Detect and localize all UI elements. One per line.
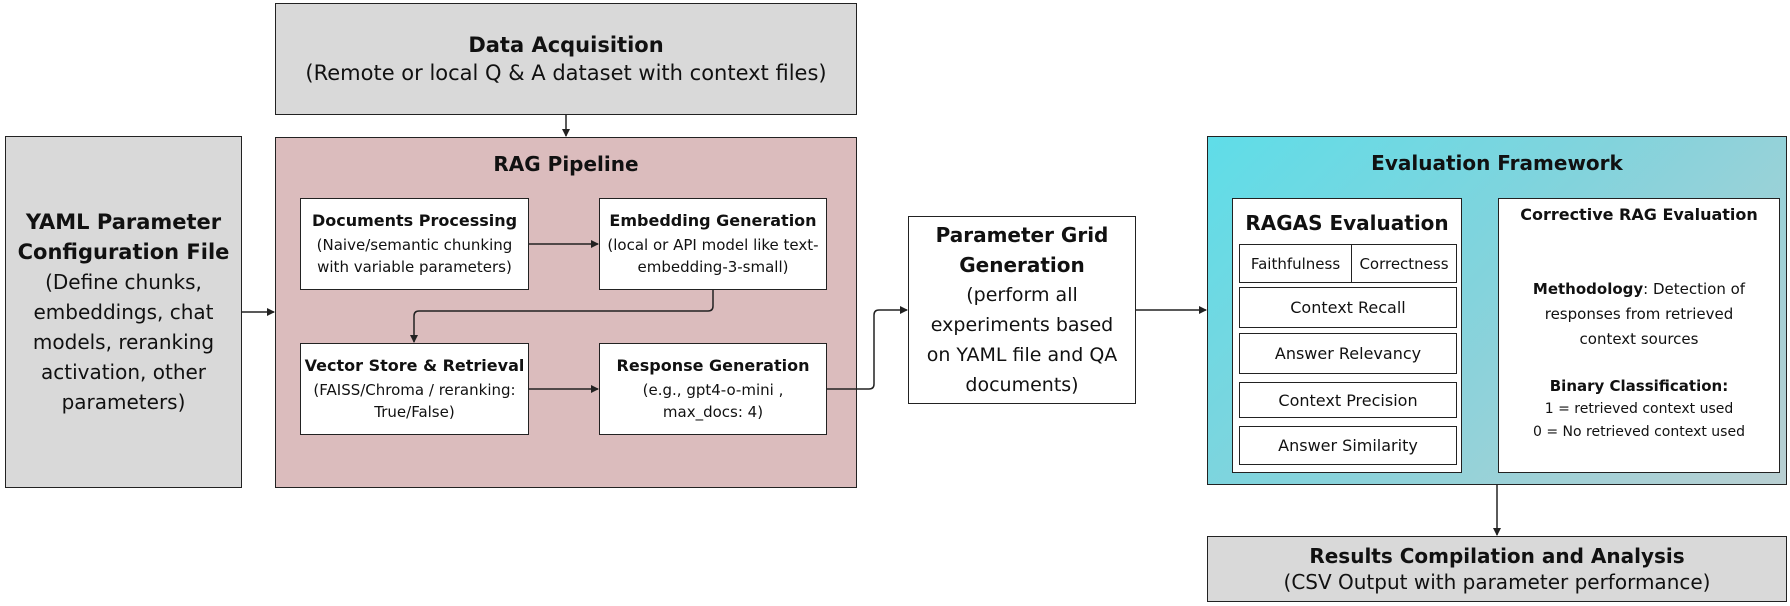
parameter-grid-desc-2: experiments based — [930, 314, 1114, 336]
yaml-config-desc-4: activation, other — [40, 360, 207, 384]
binary-classification-line1: 1 = retrieved context used — [1544, 401, 1734, 417]
rag-pipeline-title: RAG Pipeline — [493, 152, 639, 176]
binary-classification-block: Binary Classification: 1 = retrieved con… — [1499, 375, 1779, 444]
methodology-block: Methodology: Detection of responses from… — [1499, 277, 1779, 352]
results-title: Results Compilation and Analysis — [1309, 544, 1685, 568]
answer-relevancy-label: Answer Relevancy — [1274, 344, 1422, 363]
corrective-rag-title: Corrective RAG Evaluation — [1520, 205, 1758, 224]
data-acquisition-subtitle: (Remote or local Q & A dataset with cont… — [305, 61, 827, 85]
answer-similarity-label: Answer Similarity — [1278, 436, 1418, 455]
correctness-metric: Correctness — [1351, 244, 1457, 283]
yaml-config-title-line2: Configuration File — [17, 240, 230, 264]
response-generation-desc-1: (e.g., gpt4-o-mini , — [642, 381, 784, 399]
context-recall-label: Context Recall — [1290, 298, 1406, 317]
ragas-evaluation-title: RAGAS Evaluation — [1245, 211, 1449, 235]
correctness-label: Correctness — [1359, 254, 1449, 273]
methodology-label: Methodology — [1532, 280, 1644, 298]
documents-processing-desc-2: with variable parameters) — [317, 258, 512, 276]
documents-processing-desc-1: (Naive/semantic chunking — [316, 236, 513, 254]
yaml-config-desc-3: models, reranking — [32, 330, 215, 354]
context-recall-metric: Context Recall — [1239, 287, 1457, 328]
yaml-config-desc-5: parameters) — [61, 390, 186, 414]
rag-pipeline-box: RAG Pipeline — [275, 137, 857, 488]
binary-classification-line2: 0 = No retrieved context used — [1533, 424, 1745, 440]
yaml-config-desc-1: (Define chunks, — [45, 270, 202, 294]
results-box: Results Compilation and Analysis (CSV Ou… — [1207, 536, 1787, 602]
parameter-grid-box: Parameter Grid Generation (perform all e… — [908, 216, 1136, 404]
data-acquisition-title: Data Acquisition — [468, 33, 664, 57]
embedding-generation-box: Embedding Generation (local or API model… — [599, 198, 827, 290]
corrective-rag-box: Corrective RAG Evaluation Methodology: D… — [1498, 198, 1780, 473]
methodology-text: : Detection of — [1643, 280, 1746, 298]
methodology-line2: responses from retrieved — [1544, 305, 1734, 323]
embedding-generation-title: Embedding Generation — [609, 211, 817, 230]
embedding-generation-desc-1: (local or API model like text- — [607, 236, 819, 254]
yaml-config-desc-2: embeddings, chat — [33, 300, 214, 324]
methodology-line3: context sources — [1579, 330, 1699, 348]
answer-similarity-metric: Answer Similarity — [1239, 426, 1457, 465]
vector-store-desc-1: (FAISS/Chroma / reranking: — [313, 381, 516, 399]
vector-store-title: Vector Store & Retrieval — [304, 356, 525, 375]
vector-store-box: Vector Store & Retrieval (FAISS/Chroma /… — [300, 343, 529, 435]
data-acquisition-box: Data Acquisition (Remote or local Q & A … — [275, 3, 857, 115]
answer-relevancy-metric: Answer Relevancy — [1239, 333, 1457, 374]
yaml-config-title-line1: YAML Parameter — [25, 210, 222, 234]
evaluation-framework-title: Evaluation Framework — [1371, 151, 1623, 175]
response-generation-desc-2: max_docs: 4) — [662, 403, 764, 421]
response-generation-title: Response Generation — [616, 356, 810, 375]
documents-processing-title: Documents Processing — [311, 211, 518, 230]
embedding-generation-desc-2: embedding-3-small) — [637, 258, 789, 276]
parameter-grid-title-line1: Parameter Grid — [935, 223, 1109, 247]
results-subtitle: (CSV Output with parameter performance) — [1283, 570, 1711, 594]
faithfulness-label: Faithfulness — [1250, 254, 1341, 273]
methodology-line1: Methodology: Detection of — [1499, 277, 1779, 302]
context-precision-label: Context Precision — [1278, 390, 1418, 410]
binary-classification-title: Binary Classification: — [1549, 377, 1729, 395]
yaml-config-box: YAML Parameter Configuration File (Defin… — [5, 136, 242, 488]
vector-store-desc-2: True/False) — [374, 403, 455, 421]
parameter-grid-title-line2: Generation — [959, 253, 1085, 277]
faithfulness-metric: Faithfulness — [1239, 244, 1352, 283]
parameter-grid-desc-3: on YAML file and QA — [926, 344, 1118, 366]
documents-processing-box: Documents Processing (Naive/semantic chu… — [300, 198, 529, 290]
parameter-grid-desc-1: (perform all — [966, 284, 1078, 306]
response-generation-box: Response Generation (e.g., gpt4-o-mini ,… — [599, 343, 827, 435]
parameter-grid-desc-4: documents) — [965, 374, 1079, 396]
context-precision-metric: Context Precision — [1239, 382, 1457, 418]
